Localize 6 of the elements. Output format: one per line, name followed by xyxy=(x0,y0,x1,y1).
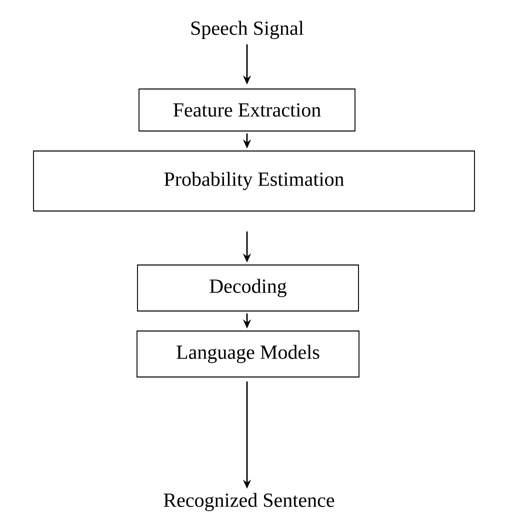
process-box: Decoding xyxy=(137,264,359,312)
text-label: Speech Signal xyxy=(191,20,304,40)
process-box: Feature Extraction xyxy=(138,88,356,132)
process-box: Language Models xyxy=(136,330,360,378)
text-label: Recognized Sentence xyxy=(164,492,334,512)
process-box: Probability Estimation xyxy=(33,150,475,212)
